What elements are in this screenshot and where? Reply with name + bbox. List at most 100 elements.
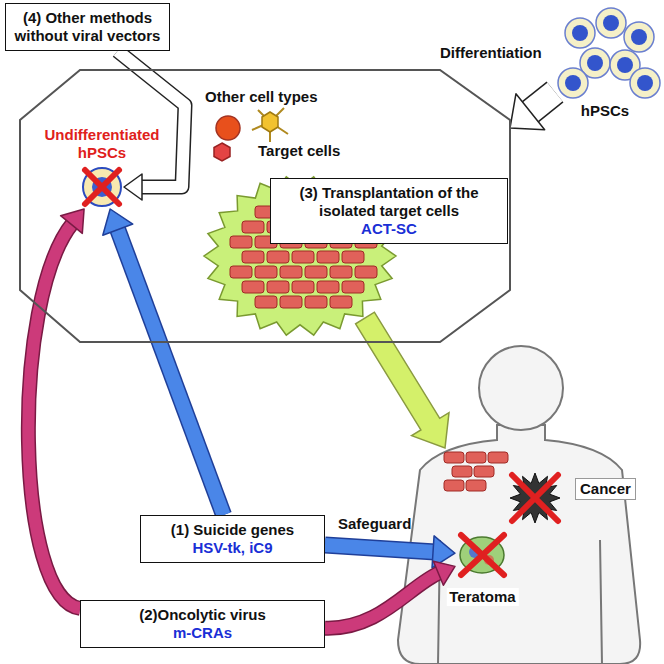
arrow-head <box>103 209 133 235</box>
node-label: Teratoma <box>446 588 518 606</box>
target-cell <box>305 296 327 308</box>
target-cell <box>280 266 302 278</box>
other-cell <box>216 116 240 140</box>
target-cell <box>342 251 364 263</box>
stem-cell <box>565 18 595 48</box>
target-cell <box>267 281 289 293</box>
connector-arrow <box>510 92 555 130</box>
node-sublabel: HSV-tk, iC9 <box>147 539 318 557</box>
node-label: (1) Suicide genes <box>147 521 318 539</box>
arrow-outline <box>325 573 440 629</box>
arrow-head <box>510 94 545 130</box>
connector-arrow <box>28 209 84 608</box>
arrow-shaft <box>117 228 224 515</box>
cell-nucleus <box>565 75 581 91</box>
transplanted-cells <box>444 452 508 491</box>
human-head <box>479 346 563 430</box>
neuron-dendrite <box>252 108 288 142</box>
cross-mark <box>85 170 119 204</box>
cell-nucleus <box>617 57 633 73</box>
target-cell <box>242 281 264 293</box>
arrow-shaft <box>325 545 435 552</box>
cross-mark <box>461 535 504 575</box>
node-label: (2)Oncolytic virus <box>87 606 318 624</box>
connector-arrow <box>118 51 186 200</box>
cross-mark <box>461 535 504 575</box>
edge-label: Safeguard <box>338 515 411 533</box>
target-cell <box>330 296 352 308</box>
cell-nucleus <box>603 15 619 31</box>
method-box: (2)Oncolytic virusm-CRAs <box>80 600 325 648</box>
human-body <box>398 425 640 664</box>
stem-cell <box>624 22 654 52</box>
connector-arrow <box>325 561 455 628</box>
cell-nucleus <box>572 25 588 41</box>
arrow-outline <box>28 223 80 608</box>
teratoma-symbol <box>455 530 510 580</box>
cell-nucleus <box>631 29 647 45</box>
target-cell <box>280 296 302 308</box>
cancer-mass <box>510 473 560 523</box>
target-cell <box>292 251 314 263</box>
cell-body <box>83 168 121 206</box>
arrow-head <box>124 174 142 200</box>
method-box: (4) Other methods without viral vectors <box>5 3 170 51</box>
node-label: (3) Transplantation of the isolated targ… <box>277 184 501 220</box>
target-cell <box>342 281 364 293</box>
target-cell <box>317 251 339 263</box>
arrow-shaft <box>118 51 186 187</box>
octagon-outline <box>20 70 510 342</box>
neuron-cell <box>262 112 278 132</box>
stem-cell <box>558 68 588 98</box>
edge-label: Differentiation <box>440 44 542 62</box>
cancer-symbol: Cancer <box>505 470 565 525</box>
other-cell <box>214 143 230 161</box>
stem-cell <box>596 8 626 38</box>
arrow-shaft <box>325 573 440 629</box>
node-sublabel: ACT-SC <box>277 220 501 238</box>
cancer-symbol <box>505 470 565 525</box>
stem-cell-cluster <box>555 5 655 100</box>
target-cell <box>255 296 277 308</box>
culture-region: Other cell typesUndifferentiated hPSCs Ta… <box>20 70 510 342</box>
method-box: (3) Transplantation of the isolated targ… <box>270 178 508 244</box>
node-label: Other cell types <box>205 88 318 106</box>
node-sublabel: m-CRAs <box>87 624 318 642</box>
cross-mark <box>85 170 119 204</box>
target-cell <box>330 266 352 278</box>
teratoma-symbol: Teratoma <box>455 530 510 580</box>
arrow-outline <box>117 228 224 515</box>
target-cell <box>355 266 377 278</box>
target-cell <box>267 251 289 263</box>
target-cell <box>255 266 277 278</box>
method-box: (1) Suicide genesHSV-tk, iC9 <box>140 515 325 563</box>
arrow-outline <box>118 51 186 187</box>
stem-cell <box>630 68 660 98</box>
arrow-head <box>61 209 84 233</box>
node-label: Target cells <box>258 142 340 160</box>
stem-cell: Undifferentiated hPSCs <box>80 165 124 209</box>
arrow-shaft <box>28 223 80 608</box>
arrow-head <box>433 561 455 585</box>
target-cell <box>317 281 339 293</box>
cross-mark <box>512 475 558 521</box>
target-cell <box>230 266 252 278</box>
cross-mark <box>512 475 558 521</box>
arrow-shaft <box>528 92 555 113</box>
target-cell <box>230 236 252 248</box>
node-label: Undifferentiated hPSCs <box>32 126 172 162</box>
node-label: hPSCs <box>581 102 629 120</box>
node-label: (4) Other methods without viral vectors <box>12 9 163 45</box>
target-cell <box>292 281 314 293</box>
cell-nucleus <box>637 75 653 91</box>
arrow-outline <box>528 92 555 113</box>
target-cell <box>242 221 264 233</box>
stem-cell-cluster: hPSCs <box>555 5 655 100</box>
cell-nucleus <box>587 55 603 71</box>
transplant-arrow <box>356 312 449 448</box>
target-cell <box>242 251 264 263</box>
node-label: Cancer <box>575 478 636 500</box>
